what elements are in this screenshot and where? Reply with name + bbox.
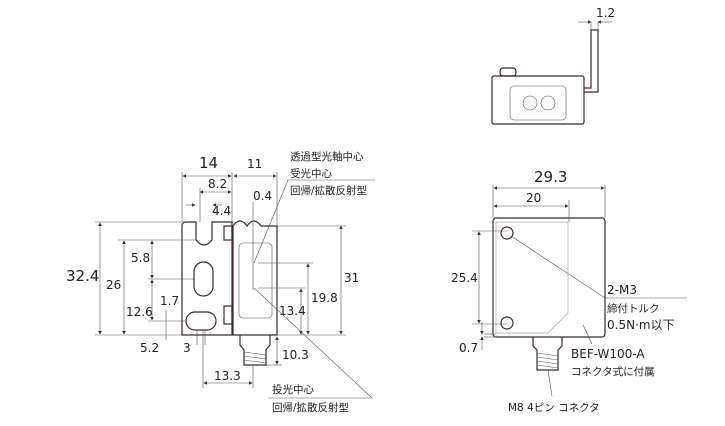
dim-0-4: 0.4 bbox=[253, 189, 272, 203]
sensor-body-top bbox=[491, 75, 585, 125]
note-torque-label: 締付トルク bbox=[607, 302, 660, 315]
sensor-body-side bbox=[232, 220, 278, 336]
note-receiver-center: 受光中心 bbox=[290, 167, 332, 180]
screw-hole-bottom bbox=[500, 316, 514, 330]
note-screw-size: 2-M3 bbox=[607, 283, 637, 297]
note-bracket-included: コネクタ式に付属 bbox=[571, 365, 655, 378]
dim-5-2: 5.2 bbox=[140, 341, 159, 355]
dim-1-2: 1.2 bbox=[596, 6, 615, 20]
note-bracket-model: BEF-W100-A bbox=[571, 347, 645, 361]
dim-26: 26 bbox=[106, 278, 121, 292]
connector-front bbox=[532, 337, 563, 371]
note-retro-diffuse-2: 回帰/拡散反射型 bbox=[272, 401, 349, 414]
front-view: 29.3 20 25.4 0.7 2-M3 締付トルク 0.5N·m以下 BEF… bbox=[451, 168, 687, 414]
dim-10-3: 10.3 bbox=[282, 348, 309, 362]
bracket-plate bbox=[495, 221, 569, 334]
dim-29-3: 29.3 bbox=[534, 168, 567, 186]
top-view: 1.2 bbox=[491, 6, 615, 125]
dim-1-7: 1.7 bbox=[160, 294, 179, 308]
dim-31: 31 bbox=[344, 271, 359, 285]
dim-4-4: 4.4 bbox=[212, 204, 231, 218]
dim-25-4: 25.4 bbox=[451, 271, 478, 285]
bracket-top bbox=[584, 29, 599, 93]
dim-8-2: 8.2 bbox=[208, 177, 227, 191]
note-emitter-center: 投光中心 bbox=[272, 383, 314, 396]
bracket-side bbox=[181, 221, 233, 336]
note-connector: M8 4ピン コネクタ bbox=[508, 402, 600, 414]
side-view: 14 11 8.2 4.4 0.4 32.4 26 5.8 12.6 1.7 5… bbox=[66, 150, 375, 414]
dim-12-6: 12.6 bbox=[126, 305, 153, 319]
note-torque-value: 0.5N·m以下 bbox=[607, 318, 675, 332]
note-retro-diffuse: 回帰/拡散反射型 bbox=[290, 184, 367, 197]
dim-19-8: 19.8 bbox=[311, 291, 338, 305]
sensor-body-front bbox=[492, 217, 606, 338]
slot-hole bbox=[193, 261, 214, 297]
mount-hole bbox=[185, 311, 217, 331]
dim-5-8: 5.8 bbox=[131, 251, 150, 265]
connector-side bbox=[239, 335, 271, 366]
dim-20: 20 bbox=[526, 191, 541, 205]
dim-0-7: 0.7 bbox=[459, 341, 478, 355]
dim-14: 14 bbox=[199, 154, 218, 172]
note-thru-beam-axis: 透過型光軸中心 bbox=[290, 150, 364, 163]
dim-13-3: 13.3 bbox=[214, 369, 241, 383]
dim-3: 3 bbox=[183, 341, 191, 355]
dim-13-4: 13.4 bbox=[279, 304, 306, 318]
dim-32-4: 32.4 bbox=[66, 267, 99, 285]
screw-hole-top bbox=[500, 226, 514, 240]
dim-11: 11 bbox=[247, 157, 262, 171]
